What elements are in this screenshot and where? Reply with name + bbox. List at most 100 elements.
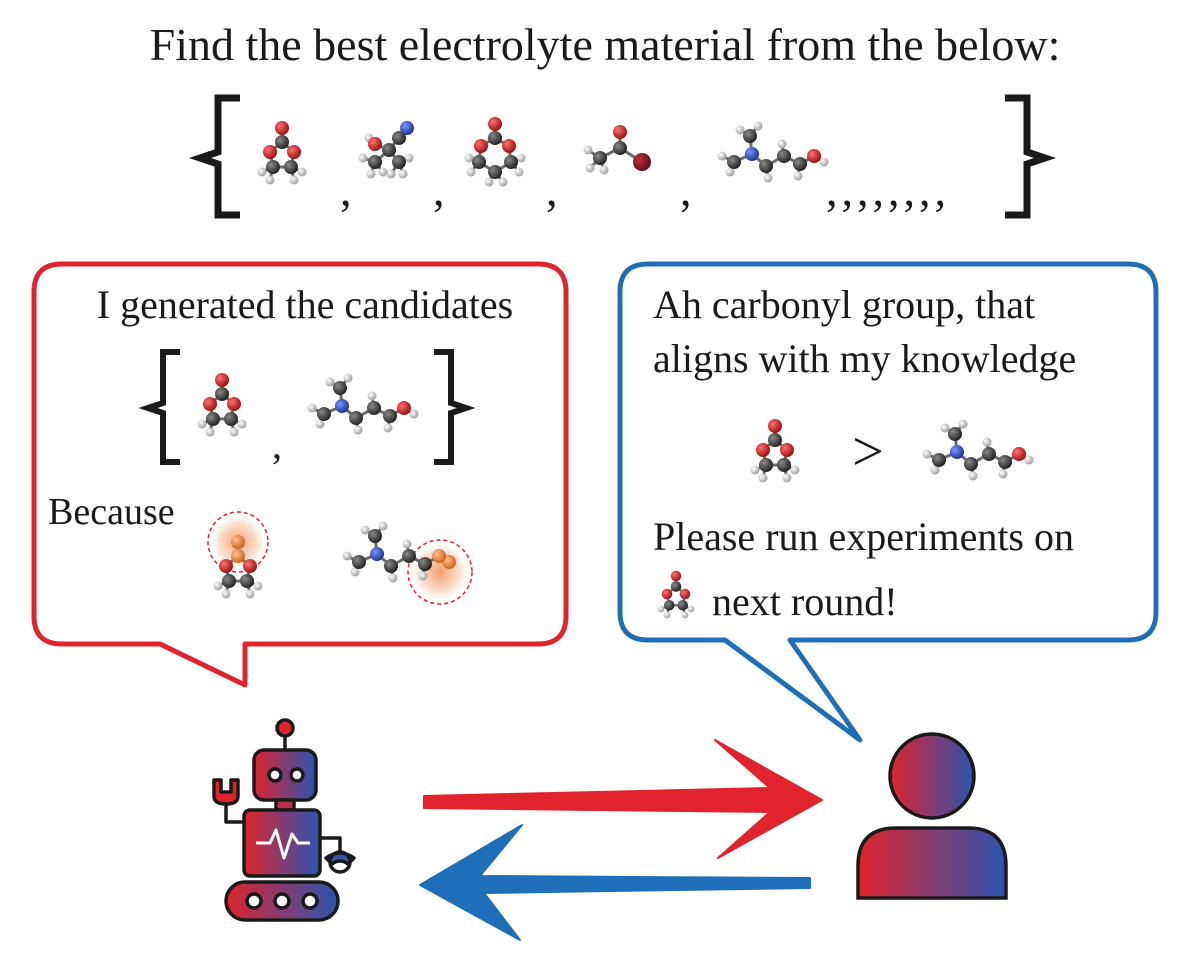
atom-c <box>352 555 366 569</box>
atom-h <box>777 139 787 149</box>
atom-c <box>206 412 220 426</box>
atom-c <box>222 574 236 588</box>
atom-o <box>807 149 821 163</box>
atom-h <box>297 167 307 177</box>
atom-h <box>819 157 829 167</box>
candidates-left-brace <box>138 349 180 465</box>
atom-h <box>404 153 414 163</box>
atom-c <box>392 131 406 145</box>
atom-h <box>782 473 792 483</box>
atom-o <box>1012 447 1026 461</box>
atom-h <box>599 165 609 175</box>
next-round-cyclic-carbonate <box>657 570 695 619</box>
because-label: Because <box>48 491 175 533</box>
atom-h <box>922 449 932 459</box>
atom-h <box>353 425 363 435</box>
atom-c <box>759 159 773 173</box>
atom-h <box>790 465 800 475</box>
atom-h <box>315 419 325 429</box>
carbonyl-highlight-ring <box>207 511 269 573</box>
atom-c <box>368 529 382 543</box>
atom-h <box>342 551 352 561</box>
atom-h <box>343 373 353 383</box>
atom-o <box>215 373 229 387</box>
atom-h <box>237 419 247 429</box>
atom-h <box>367 391 377 401</box>
molecule-six-ring-carbonate <box>464 117 526 187</box>
atom-h <box>229 427 239 437</box>
atom-c <box>727 155 741 169</box>
atom-h <box>663 611 671 619</box>
atom-h <box>253 581 263 591</box>
preferred-cyclic-carbonate <box>750 419 800 483</box>
atom-c <box>932 453 946 467</box>
human-bubble-line3: Please run experiments on <box>653 514 1074 559</box>
atom-h <box>245 589 255 599</box>
atom-c <box>266 160 280 174</box>
atom-h <box>1024 455 1034 465</box>
atom-c <box>964 457 978 471</box>
human-speech-bubble: Ah carbonyl group, that aligns with my k… <box>617 261 1159 743</box>
atom-c <box>402 549 416 563</box>
atom-c <box>333 381 347 395</box>
atom-o <box>474 139 488 153</box>
atom-or <box>231 535 245 549</box>
atom-c <box>593 151 607 165</box>
candidate-separator: , <box>272 422 282 467</box>
molecule-cyclic-carbonate <box>257 121 307 185</box>
atom-h <box>750 465 760 475</box>
atom-h <box>982 437 992 447</box>
atom-c <box>488 131 502 145</box>
atom-h <box>657 605 665 613</box>
atom-h <box>398 169 408 179</box>
atom-h <box>735 125 745 135</box>
atom-h <box>516 153 526 163</box>
hydroxyl-highlight-glow <box>408 540 472 604</box>
robot-icon <box>212 718 356 922</box>
atom-h <box>360 525 370 535</box>
atom-h <box>940 423 950 433</box>
atom-n <box>950 445 964 459</box>
atom-or <box>231 549 245 563</box>
title: Find the best electrolyte material from … <box>150 19 1061 70</box>
atom-o <box>368 137 382 151</box>
atom-c <box>677 600 688 611</box>
atom-h <box>257 167 267 177</box>
atom-c <box>418 557 432 571</box>
candidate-cyclic-carbonate <box>197 373 247 437</box>
atom-o <box>670 570 682 582</box>
ai-bubble-outline <box>31 261 569 688</box>
atom-h <box>763 173 773 183</box>
arrow-right-icon <box>423 739 823 859</box>
molecule-acetyl-chloride <box>583 125 651 175</box>
atom-c <box>215 387 229 401</box>
atom-h <box>366 169 376 179</box>
atom-h <box>307 403 317 413</box>
atom-h <box>386 169 396 179</box>
atom-o <box>768 419 782 433</box>
atom-o <box>488 117 502 131</box>
atom-h <box>968 471 978 481</box>
trailing-commas: ,,,,,,,, <box>826 164 950 215</box>
less-preferred-dimethylaminoethanol <box>922 419 1034 481</box>
atom-o <box>397 401 411 415</box>
atom-h <box>350 567 360 577</box>
atom-o <box>756 443 770 457</box>
comparison-symbol: > <box>852 421 884 483</box>
atom-h <box>484 177 494 187</box>
atom-c <box>759 458 773 472</box>
ai-speech-bubble: I generated the candidates , Because <box>31 261 569 688</box>
atom-c <box>384 559 398 573</box>
atom-o <box>227 397 241 411</box>
atom-h <box>409 409 419 419</box>
separator-comma: , <box>340 164 352 215</box>
atom-c <box>768 433 782 447</box>
human-bubble-line1: Ah carbonyl group, that <box>653 282 1035 327</box>
molecule-dimethylaminoethanol <box>717 121 829 183</box>
atom-h <box>998 469 1008 479</box>
atom-h <box>930 465 940 475</box>
atom-h <box>383 423 393 433</box>
atom-c <box>793 157 807 171</box>
atom-c <box>275 135 289 149</box>
